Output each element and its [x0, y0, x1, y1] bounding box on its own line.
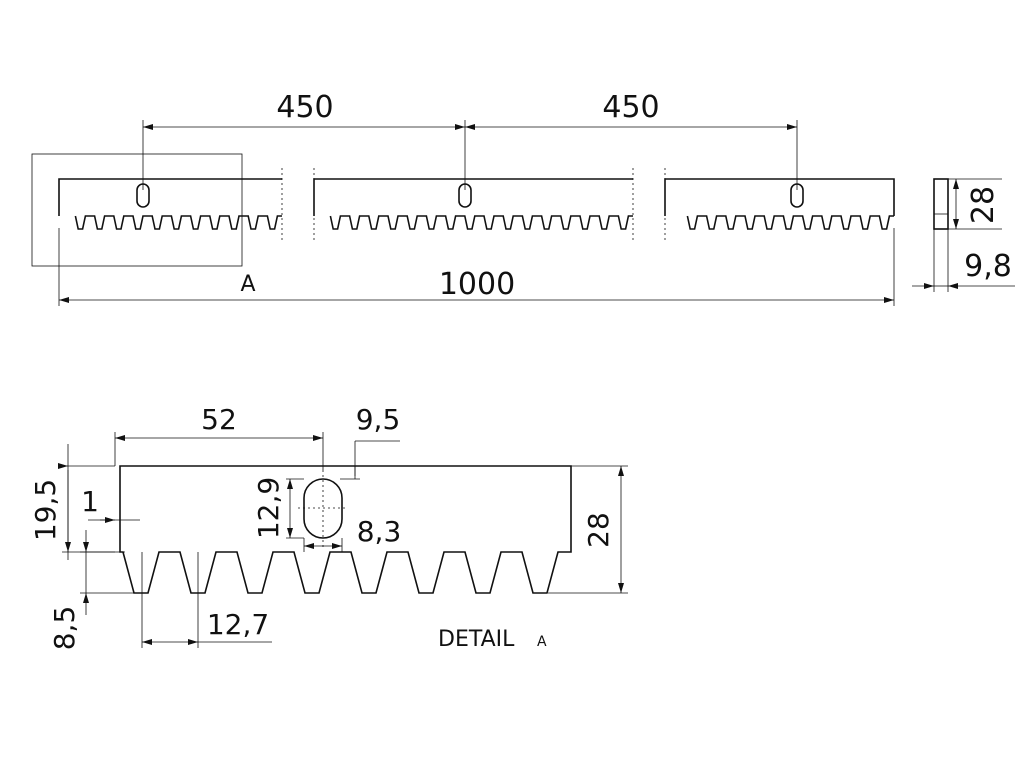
detail-dim-edge-step: 1: [81, 485, 99, 518]
dim-pitch-right: 450: [602, 90, 659, 125]
detail-dim-slot-spacing: 52: [201, 403, 237, 436]
detail-caption: DETAIL: [438, 627, 515, 652]
detail-dim-pitch-line: 19,5: [29, 479, 62, 541]
length-dimension: 1000: [58, 228, 895, 306]
dim-length: 1000: [439, 267, 515, 302]
rack-segments: [58, 178, 895, 230]
detail-slot: [303, 478, 343, 539]
rack-elevation-view: A 450 450 1000: [31, 90, 895, 306]
side-dim-height: 28: [966, 186, 1001, 224]
pitch-dimension: 450 450: [142, 90, 798, 190]
side-dim-width: 9,8: [964, 249, 1012, 284]
rack-segment-2: [313, 178, 633, 230]
rack-side-view: 28 9,8: [912, 178, 1015, 292]
detail-dim-tooth-depth: 8,5: [48, 606, 81, 651]
detail-dim-slot-offset: 9,5: [356, 403, 401, 436]
detail-rack-outline: [119, 465, 572, 594]
detail-marker-label: A: [240, 272, 255, 297]
detail-caption-sub: A: [537, 634, 547, 650]
side-profile: [933, 178, 949, 230]
rack-segment-3: [664, 178, 895, 230]
mounting-slots: [136, 183, 804, 208]
break-marks: [281, 168, 666, 240]
detail-dim-slot-width: 8,3: [357, 515, 402, 548]
detail-dim-tooth-pitch: 12,7: [207, 608, 269, 641]
detail-dim-slot-height: 12,9: [252, 477, 285, 539]
detail-dim-height: 28: [582, 512, 615, 548]
rack-segment-1: [58, 178, 282, 230]
detail-frame: [31, 153, 243, 267]
detail-a-view: 52 9,5 12,9 8,3 19,5 1 8,5: [29, 403, 628, 652]
dim-pitch-left: 450: [276, 90, 333, 125]
